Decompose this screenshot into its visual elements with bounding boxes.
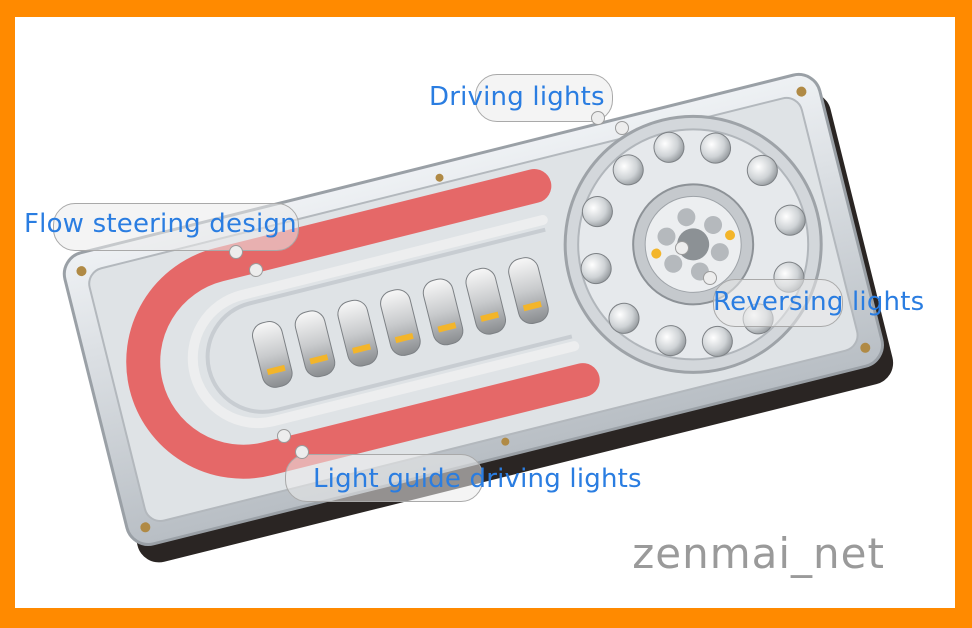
watermark: zenmai_net <box>632 529 885 578</box>
reversing-center-lens <box>644 195 742 293</box>
reversing-lights-anchor <box>703 271 717 285</box>
light-guide-anchor <box>277 429 291 443</box>
driving-lights-anchor <box>615 121 629 135</box>
flow-steering-pill <box>53 203 299 251</box>
light-guide-pill <box>285 454 483 502</box>
reversing-lights-pill <box>713 279 843 327</box>
mounting-screws <box>76 86 871 533</box>
reversing-lights-anchor <box>675 241 689 255</box>
light-guide-anchor <box>295 445 309 459</box>
light-guide-outer <box>126 169 600 479</box>
light-guide-track <box>205 227 573 414</box>
flow-steering-design-label: Flow steering design <box>24 209 297 239</box>
driving-lights-anchor <box>591 111 605 125</box>
flow-steering-anchor <box>229 245 243 259</box>
driving-lights-pill <box>475 74 613 122</box>
reversing-lights-label: Reversing lights <box>713 287 925 317</box>
light-guide-inner <box>187 215 580 429</box>
light-guide-driving-lights-label: Light guide driving lights <box>313 464 642 494</box>
flow-steering-anchor <box>249 263 263 277</box>
flow-led-row <box>252 257 549 388</box>
image-frame: Driving lights Flow steering design Reve… <box>15 17 955 608</box>
driving-lights-label: Driving lights <box>429 82 605 112</box>
tail-light-illustration <box>62 72 894 563</box>
